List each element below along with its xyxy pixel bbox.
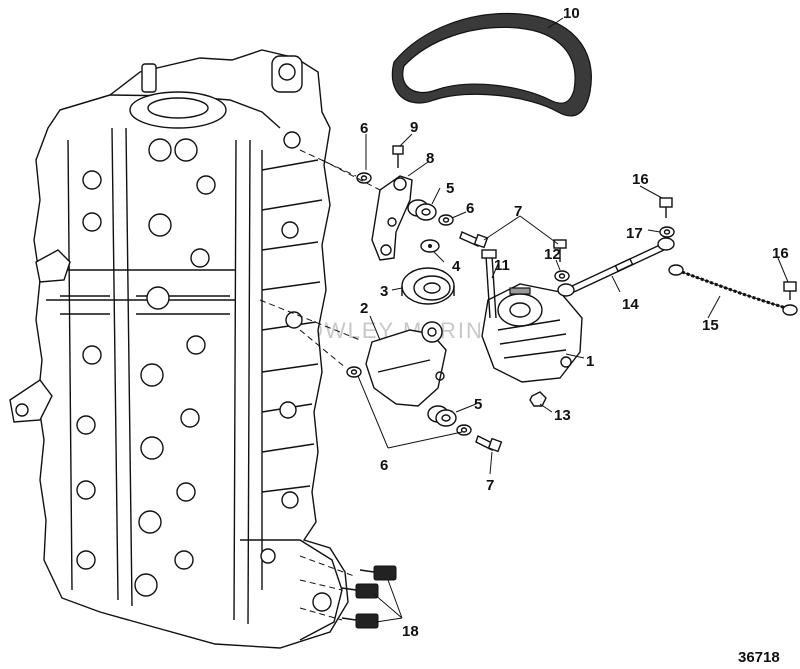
washer-lower-left <box>346 366 362 378</box>
washer-upper-right <box>438 214 454 226</box>
plug-middle <box>341 583 379 599</box>
nut <box>529 391 547 407</box>
callout-6-upper-right: 6 <box>466 200 474 217</box>
callout-7-lower: 7 <box>486 477 494 494</box>
bushing-upper <box>407 199 437 221</box>
washer-17 <box>659 226 675 238</box>
ground-strap <box>668 264 798 316</box>
callout-14: 14 <box>622 296 639 313</box>
callout-5-lower: 5 <box>474 396 482 413</box>
callout-13: 13 <box>554 407 571 424</box>
bolt-upper-long <box>553 239 567 262</box>
washer-upper-left <box>356 172 372 184</box>
callout-16-right: 16 <box>772 245 789 262</box>
drive-belt <box>391 12 592 117</box>
callout-8: 8 <box>426 150 434 167</box>
diagram-reference-number: 36718 <box>738 649 780 666</box>
tensioner-screw <box>392 145 404 168</box>
plug-bottom <box>341 613 379 629</box>
bolt-upper <box>459 231 489 249</box>
alternator <box>481 283 583 383</box>
battery-cable <box>557 237 675 297</box>
callout-6-lower: 6 <box>380 457 388 474</box>
callout-16-upper: 16 <box>632 171 649 188</box>
callout-3: 3 <box>380 283 388 300</box>
washer-12 <box>554 270 570 282</box>
callout-6-upper-left: 6 <box>360 120 368 137</box>
callout-9: 9 <box>410 119 418 136</box>
callout-10: 10 <box>563 5 580 22</box>
callout-18: 18 <box>402 623 419 640</box>
callout-7-upper: 7 <box>514 203 522 220</box>
assembly-lines <box>259 149 381 621</box>
idler-pulley <box>401 267 455 305</box>
engine-block <box>9 49 349 649</box>
leader-lines <box>357 17 789 623</box>
bolt-lower <box>475 435 503 453</box>
callout-5-upper: 5 <box>446 180 454 197</box>
long-stud <box>481 249 497 319</box>
screw-16-right <box>783 281 797 300</box>
bushing-lower <box>427 405 457 427</box>
callout-12: 12 <box>544 246 561 263</box>
tensioner-arm <box>371 175 413 261</box>
callout-15: 15 <box>702 317 719 334</box>
screw-16-upper <box>659 197 673 218</box>
washer-lower-right <box>456 424 472 436</box>
pulley-bolt <box>420 239 440 253</box>
mount-bracket <box>365 321 447 407</box>
plug-top <box>359 565 397 581</box>
callout-labels: 1 2 3 4 5 5 6 6 6 7 7 8 9 10 11 12 13 14… <box>360 5 789 640</box>
callout-1: 1 <box>586 353 594 370</box>
callout-4: 4 <box>452 258 461 275</box>
callout-11: 11 <box>494 257 510 274</box>
callout-17: 17 <box>626 225 643 242</box>
callout-2: 2 <box>360 300 368 317</box>
